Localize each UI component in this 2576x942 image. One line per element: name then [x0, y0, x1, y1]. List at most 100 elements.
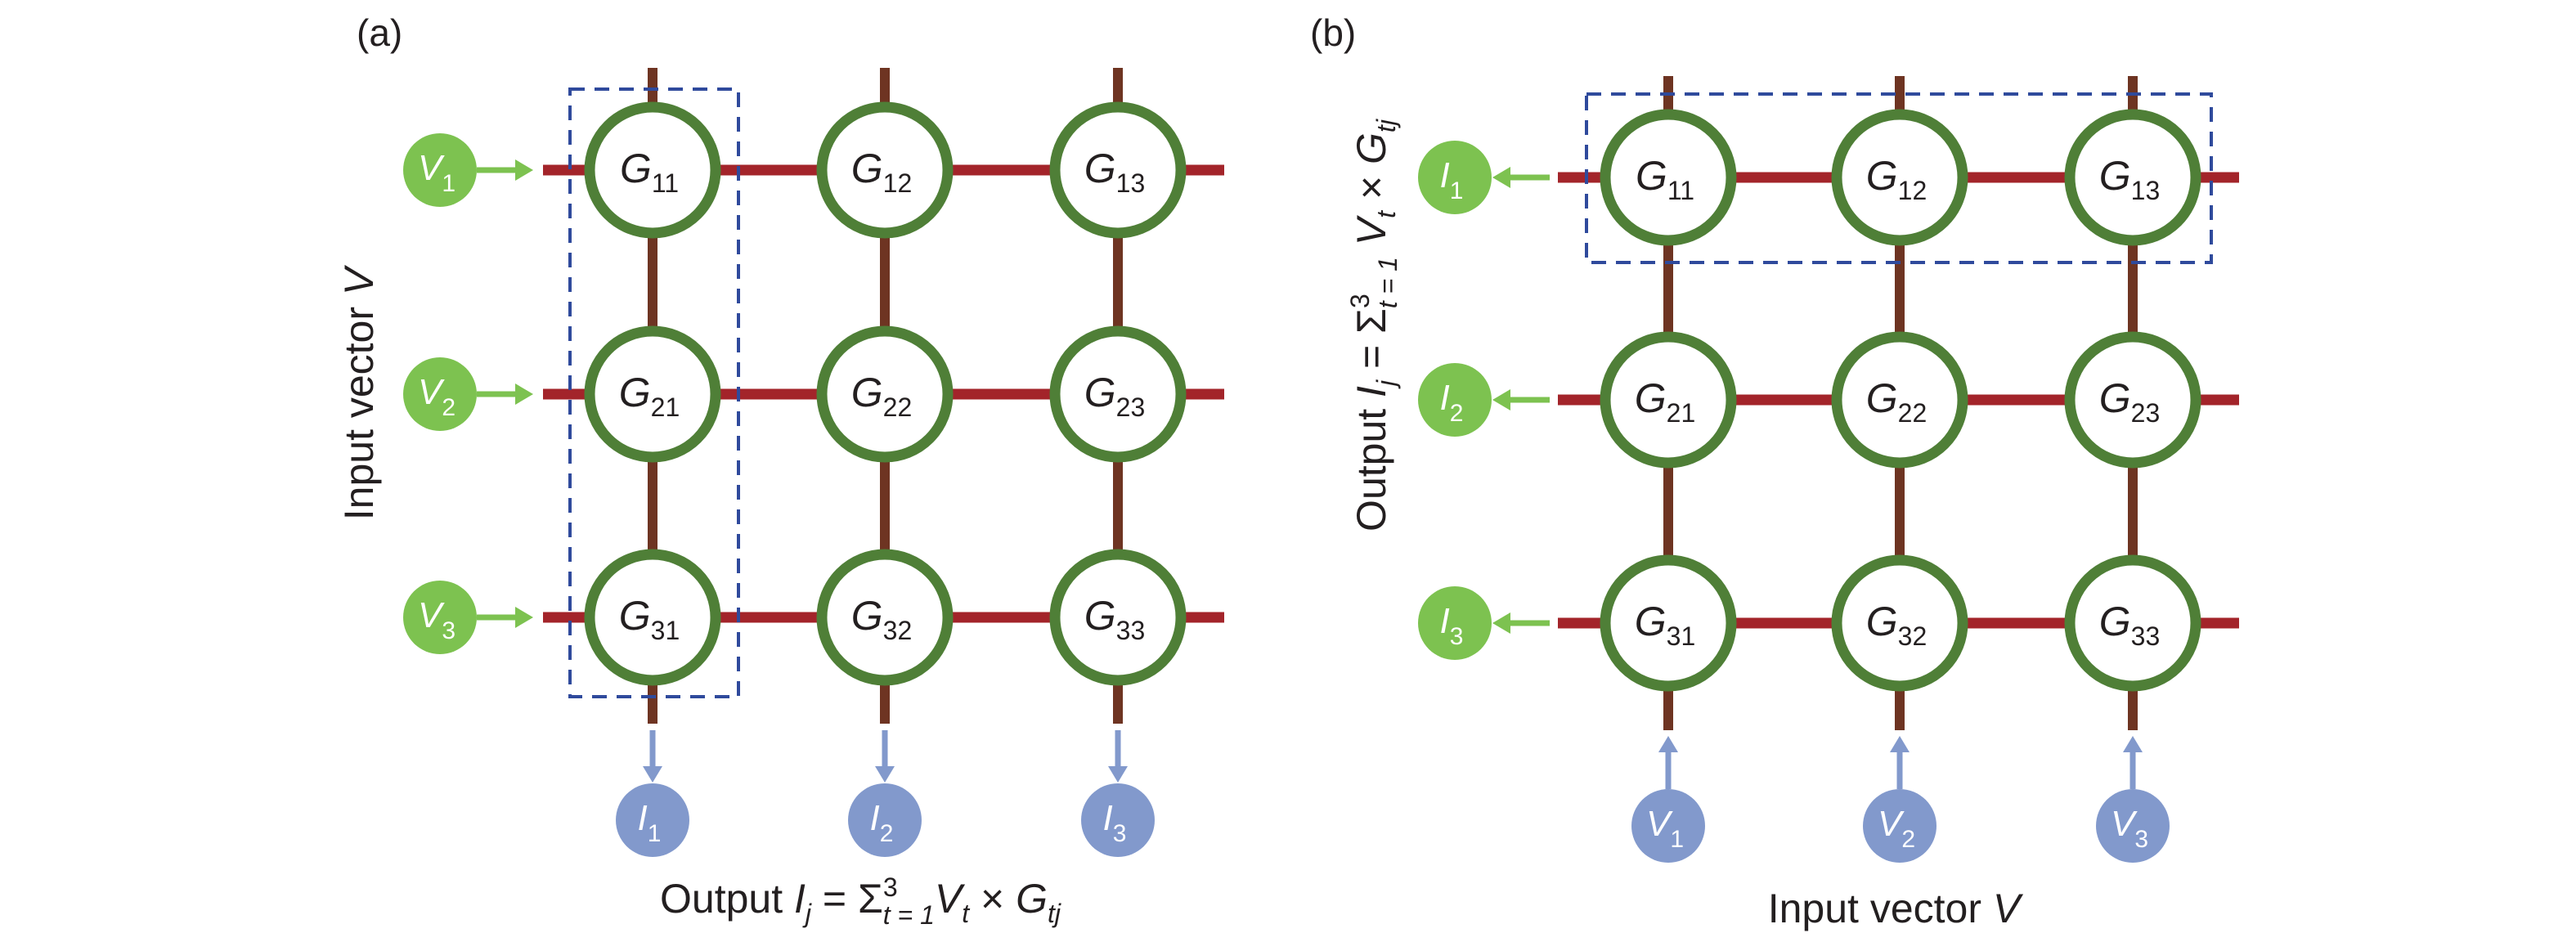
- conductance-subscript: 23: [1116, 392, 1146, 422]
- node-circle: [616, 783, 689, 857]
- conductance-symbol: G: [2099, 153, 2131, 199]
- row-node-output: I1: [1418, 141, 1550, 214]
- node-symbol: V: [2111, 804, 2138, 844]
- node-subscript: 3: [442, 617, 456, 644]
- memristor-cell: G32: [1831, 554, 1968, 692]
- conductance-label: G21: [619, 370, 680, 422]
- conductance-label: G11: [620, 146, 679, 198]
- node-symbol: V: [1646, 804, 1673, 844]
- conductance-subscript: 31: [651, 616, 680, 645]
- conductance-symbol: G: [619, 593, 651, 639]
- node-circle: [1418, 586, 1492, 660]
- memristor-ring: [816, 549, 954, 686]
- conductance-label: G22: [851, 370, 913, 422]
- conductance-label: G13: [2099, 153, 2161, 205]
- conductance-subscript: 11: [1667, 176, 1694, 205]
- node-label: V2: [418, 372, 456, 421]
- memristor-ring: [1049, 101, 1187, 239]
- conductance-symbol: G: [851, 593, 883, 639]
- memristor-cell: G12: [1831, 109, 1968, 246]
- conductance-label: G12: [851, 146, 913, 198]
- formula-sup: 3: [1345, 294, 1375, 308]
- node-label: I1: [638, 798, 662, 847]
- formula-term1-sub: t: [1371, 210, 1401, 218]
- conductance-label: G33: [1084, 593, 1146, 645]
- conductance-subscript: 13: [1116, 168, 1146, 198]
- formula-times: ×: [969, 876, 1016, 922]
- conductance-label: G12: [1866, 153, 1928, 205]
- node-subscript: 1: [648, 820, 662, 847]
- memristor-ring: [1831, 331, 1968, 469]
- memristor-ring: [1831, 109, 1968, 246]
- memristor-cell: G13: [1049, 101, 1187, 239]
- memristor-ring: [2064, 331, 2201, 469]
- node-circle: [1081, 783, 1155, 857]
- node-circle: [403, 581, 477, 654]
- arrow-left-icon: [1492, 389, 1510, 410]
- conductance-symbol: G: [1084, 593, 1116, 639]
- memristor-ring: [816, 101, 954, 239]
- formula-term1-sub: t: [962, 899, 970, 928]
- input-label-text: Input vector: [1768, 886, 1993, 931]
- conductance-symbol: G: [851, 370, 883, 415]
- formula-term1: V: [1349, 214, 1394, 257]
- column-node-input: V1: [1631, 736, 1705, 863]
- memristor-cell: G22: [816, 325, 954, 463]
- node-subscript: 1: [1450, 177, 1464, 204]
- arrow-left-icon: [1492, 167, 1510, 188]
- formula-term1: V: [935, 876, 966, 922]
- memristor-cell: G31: [584, 549, 721, 686]
- conductance-label: G23: [2099, 375, 2161, 428]
- conductance-label: G23: [1084, 370, 1146, 422]
- row-node-input: V3: [403, 581, 533, 654]
- memristor-ring: [584, 101, 721, 239]
- conductance-subscript: 33: [1116, 616, 1146, 645]
- node-label: I2: [1440, 378, 1464, 427]
- conductance-subscript: 22: [883, 392, 913, 422]
- node-symbol: V: [418, 372, 445, 412]
- column-node-input: V3: [2096, 736, 2170, 863]
- arrow-up-icon: [2123, 736, 2143, 752]
- input-label-var: V: [1993, 886, 2024, 931]
- node-subscript: 2: [1450, 400, 1464, 427]
- node-subscript: 1: [1670, 826, 1684, 853]
- conductance-symbol: G: [1084, 370, 1116, 415]
- conductance-subscript: 32: [883, 616, 913, 645]
- conductance-subscript: 32: [1898, 621, 1928, 651]
- node-circle: [403, 133, 477, 207]
- conductance-subscript: 22: [1898, 398, 1928, 428]
- node-symbol: I: [1440, 378, 1450, 418]
- column-node-input: V2: [1863, 736, 1936, 863]
- node-label: V3: [418, 595, 456, 644]
- memristor-ring: [584, 549, 721, 686]
- node-label: I3: [1440, 601, 1464, 650]
- conductance-symbol: G: [1635, 599, 1667, 644]
- node-circle: [2096, 789, 2170, 863]
- conductance-label: G33: [2099, 599, 2161, 651]
- conductance-symbol: G: [851, 146, 883, 191]
- row-node-output: I2: [1418, 363, 1550, 437]
- arrow-right-icon: [515, 384, 533, 405]
- memristor-ring: [1831, 554, 1968, 692]
- conductance-subscript: 13: [2131, 176, 2161, 205]
- conductance-label: G21: [1635, 375, 1696, 428]
- node-circle: [1418, 141, 1492, 214]
- row-node-input: V1: [403, 133, 533, 207]
- panel-b-tag: (b): [1310, 11, 1356, 54]
- conductance-subscript: 21: [1667, 398, 1696, 428]
- conductance-symbol: G: [2099, 599, 2131, 644]
- panel-b-input-label: Input vector V: [1768, 886, 2024, 931]
- node-label: V2: [1878, 804, 1915, 853]
- node-circle: [403, 357, 477, 431]
- conductance-label: G32: [851, 593, 913, 645]
- conductance-subscript: 12: [1898, 176, 1928, 205]
- formula-lhs: I: [794, 876, 806, 922]
- node-symbol: I: [1440, 601, 1450, 641]
- row-node-input: V2: [403, 357, 533, 431]
- formula-sum-sub: t = 1: [883, 900, 935, 930]
- memristor-cell: G31: [1600, 554, 1737, 692]
- node-label: V3: [2111, 804, 2148, 853]
- conductance-symbol: G: [1084, 146, 1116, 191]
